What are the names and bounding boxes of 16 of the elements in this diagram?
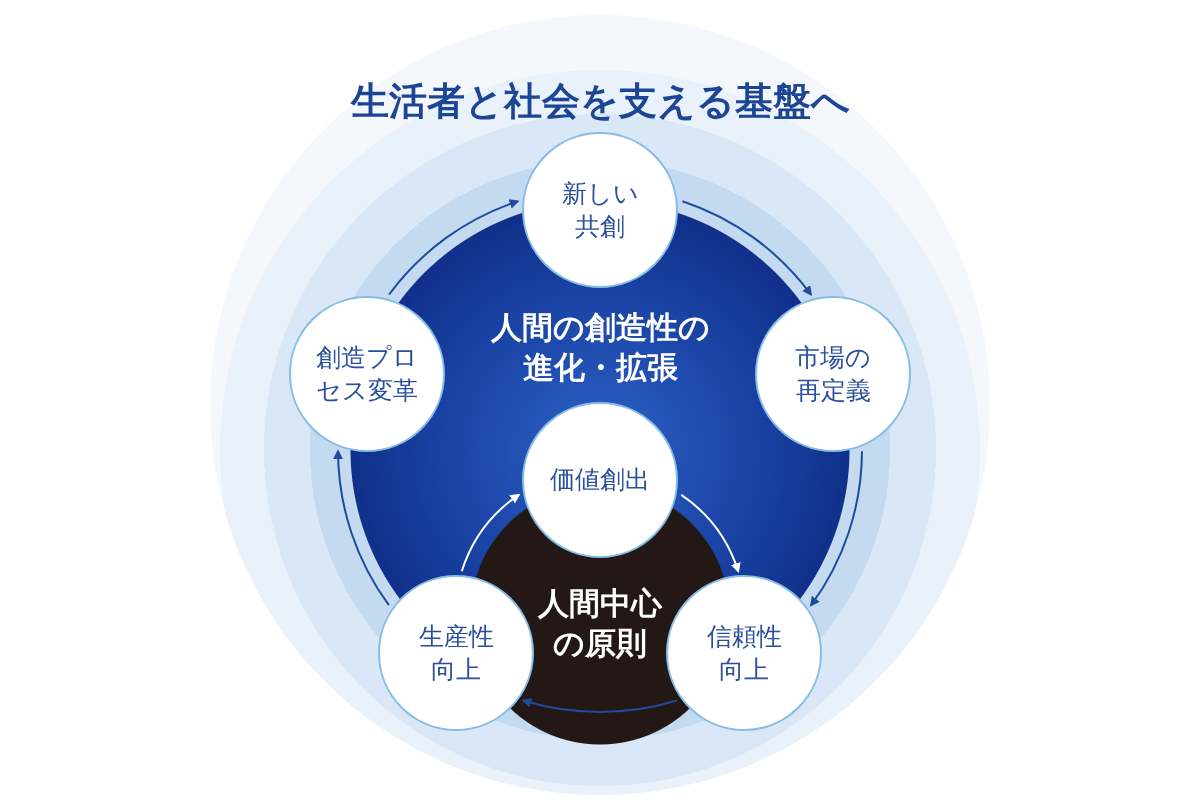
circle-heading: 人間の創造性の進化・拡張 bbox=[482, 307, 718, 388]
node-label: 市場の再定義 bbox=[794, 341, 872, 406]
arrow bbox=[460, 493, 521, 573]
arrow bbox=[680, 493, 741, 574]
arrow bbox=[810, 450, 863, 607]
node-label: 生産性向上 bbox=[417, 620, 495, 685]
node-label: 信頼性向上 bbox=[705, 620, 783, 685]
node-label: 新しい共創 bbox=[560, 177, 640, 242]
arrow bbox=[388, 199, 520, 296]
node-label: 価値創出 bbox=[549, 463, 651, 496]
title-heading: 生活者と社会を支える基盤へ bbox=[349, 78, 851, 125]
circle-heading: 人間中心の原則 bbox=[535, 583, 665, 664]
arrow bbox=[681, 200, 813, 297]
arrow bbox=[521, 697, 678, 713]
node-label: 創造プロセス変革 bbox=[315, 341, 419, 406]
arrow bbox=[333, 449, 390, 607]
